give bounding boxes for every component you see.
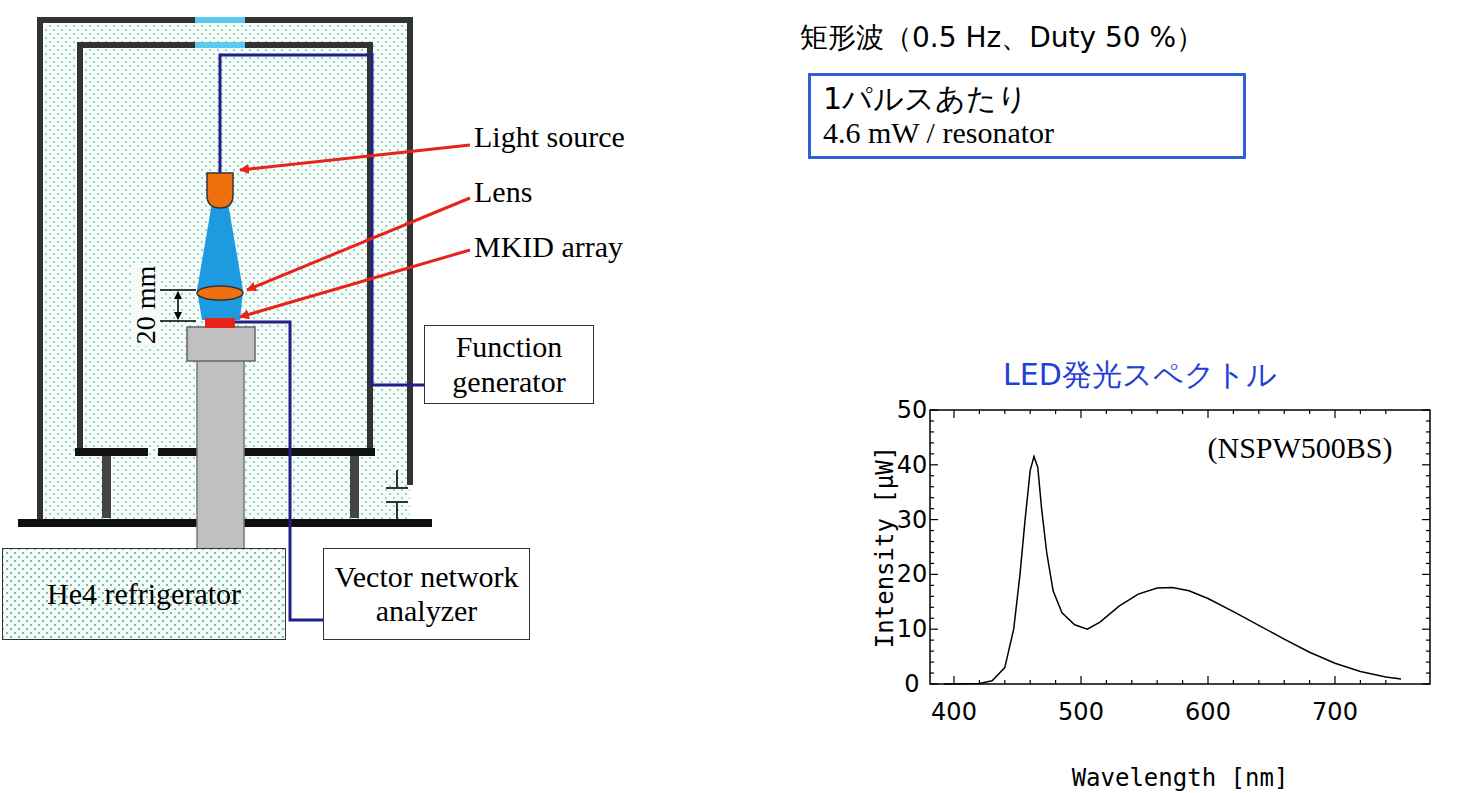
dimension-arrow: [177, 292, 179, 305]
dimension-label: 20 mm: [132, 264, 160, 347]
box-text: Function generator: [433, 330, 585, 399]
part-label: Light source: [474, 122, 625, 152]
flange-symbol: [386, 470, 408, 519]
box-text: Vector network analyzer: [332, 560, 521, 629]
cold-finger: [197, 360, 244, 550]
signal-note: 矩形波（0.5 Hz、Duty 50 %）: [800, 24, 1204, 52]
support-post: [102, 456, 111, 518]
inner-window: [195, 42, 245, 48]
leader-arrow: [240, 250, 470, 317]
outer-window: [195, 17, 245, 23]
lens: [197, 286, 243, 300]
spectrum-curve: [944, 457, 1401, 684]
plot-frame: [930, 410, 1430, 684]
dimension-arrow: [177, 305, 179, 319]
leader-arrow: [247, 198, 470, 290]
axis-title: Wavelength [nm]: [1072, 766, 1289, 790]
tick-label: 700: [1312, 700, 1358, 724]
tick-label: 40: [897, 453, 928, 477]
light-beam: [197, 203, 243, 320]
model-label: (NSPW500BS): [1207, 433, 1392, 463]
tick-label: 0: [904, 672, 919, 696]
instrument-box: Vector network analyzer: [323, 548, 530, 640]
leader-arrow: [240, 145, 470, 170]
tick-label: 50: [897, 398, 928, 422]
tick-label: 10: [897, 617, 928, 641]
tick-label: 600: [1185, 700, 1231, 724]
chart-title: LED発光スペクトル: [1003, 360, 1277, 390]
tick-label: 20: [897, 562, 928, 586]
axis-title: Intensity [μW]: [873, 446, 897, 648]
dimension-tick: [160, 290, 196, 321]
box-text: 4.6 mW / resonator: [823, 116, 1054, 151]
light-source: [207, 173, 233, 208]
tick-label: 500: [1058, 700, 1104, 724]
axis-ticks: [930, 410, 1430, 684]
mkid-array: [205, 318, 235, 328]
box-text: He4 refrigerator: [47, 577, 241, 612]
support-post: [350, 456, 359, 518]
refrigerator-box: He4 refrigerator: [2, 548, 286, 640]
tick-label: 30: [897, 508, 928, 532]
sample-stage: [187, 327, 255, 361]
led-cable: [220, 55, 425, 385]
instrument-box: Function generator: [424, 325, 594, 404]
part-label: Lens: [474, 177, 532, 207]
part-label: MKID array: [474, 232, 623, 262]
tick-label: 400: [931, 700, 977, 724]
box-text: 1パルスあたり: [823, 82, 1028, 117]
note-box: 1パルスあたり4.6 mW / resonator: [808, 73, 1246, 159]
